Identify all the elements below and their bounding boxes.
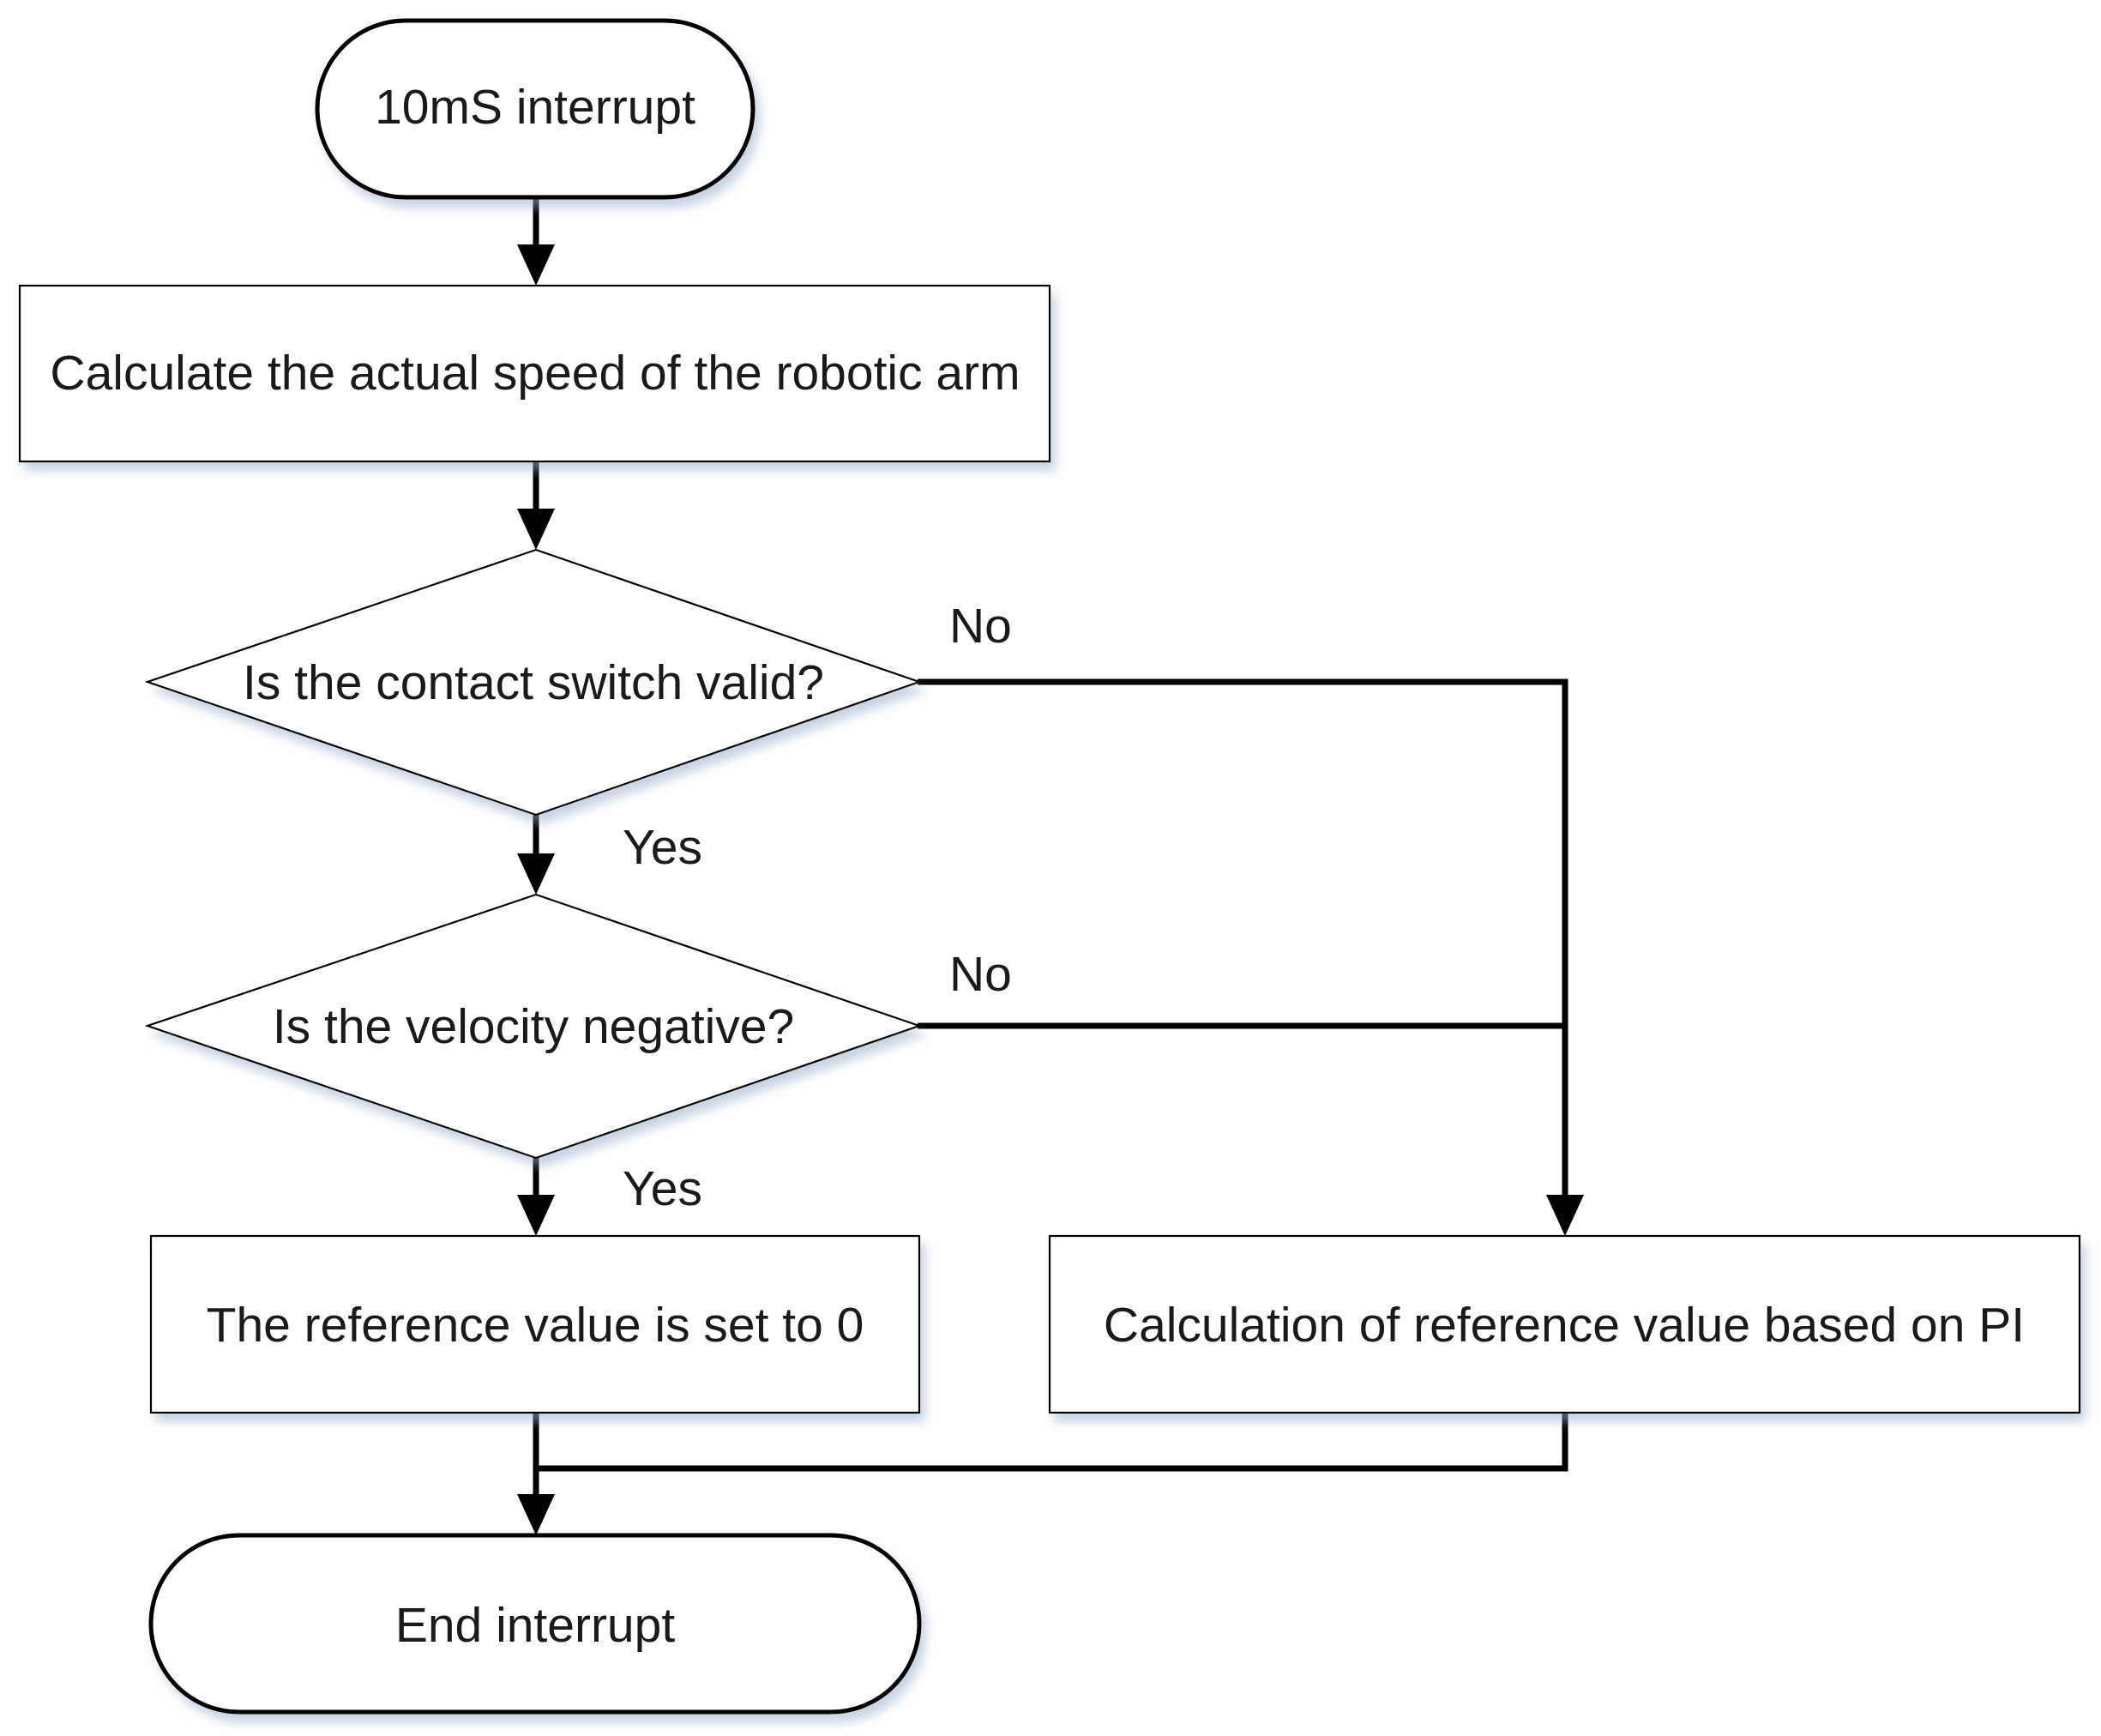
- edge-label-switch-yes: Yes: [623, 820, 702, 875]
- edge-label-switch-no: No: [949, 599, 1012, 654]
- arrowhead-calc-speed: [517, 244, 555, 286]
- node-check-switch: Is the contact switch valid?: [144, 548, 923, 817]
- node-start: 10mS interrupt: [315, 18, 756, 200]
- node-label-set-zero: The reference value is set to 0: [207, 1298, 864, 1353]
- arrowhead-check-switch: [517, 509, 555, 550]
- edge-label-velocity-yes: Yes: [623, 1161, 702, 1216]
- node-set-zero: The reference value is set to 0: [149, 1234, 921, 1414]
- edge-labels: No Yes No Yes: [623, 599, 1012, 1216]
- edge-pi-calc-to-end: [536, 1413, 1568, 1472]
- process-box-pi-calc: [1048, 1234, 2081, 1414]
- arrowhead-end: [517, 1494, 555, 1535]
- arrowhead-check-velocity: [517, 853, 555, 895]
- node-label-end: End interrupt: [395, 1598, 676, 1653]
- node-label-pi-calc: Calculation of reference value based on …: [1104, 1298, 2025, 1353]
- node-calc-speed: Calculate the actual speed of the roboti…: [18, 284, 1051, 463]
- terminal-shape-start: [315, 18, 756, 200]
- terminal-shape-end: [148, 1533, 922, 1715]
- arrowhead-pi-calc: [1546, 1195, 1584, 1236]
- node-label-calc-speed: Calculate the actual speed of the roboti…: [50, 346, 1020, 401]
- decision-diamond-check-velocity: [144, 893, 923, 1160]
- node-check-velocity: Is the velocity negative?: [144, 893, 923, 1160]
- node-label-check-velocity: Is the velocity negative?: [273, 999, 794, 1054]
- node-pi-calc: Calculation of reference value based on …: [1048, 1234, 2081, 1414]
- node-label-check-switch: Is the contact switch valid?: [243, 655, 824, 710]
- edge-label-velocity-no: No: [949, 947, 1012, 1002]
- edge-check-switch-no: [918, 678, 1568, 1199]
- arrowhead-set-zero: [517, 1195, 555, 1236]
- process-box-calc-speed: [18, 284, 1051, 463]
- node-label-start: 10mS interrupt: [375, 80, 695, 135]
- process-box-set-zero: [149, 1234, 921, 1414]
- node-end: End interrupt: [148, 1533, 922, 1715]
- decision-diamond-check-switch: [144, 548, 923, 817]
- connectors: [517, 197, 1584, 1535]
